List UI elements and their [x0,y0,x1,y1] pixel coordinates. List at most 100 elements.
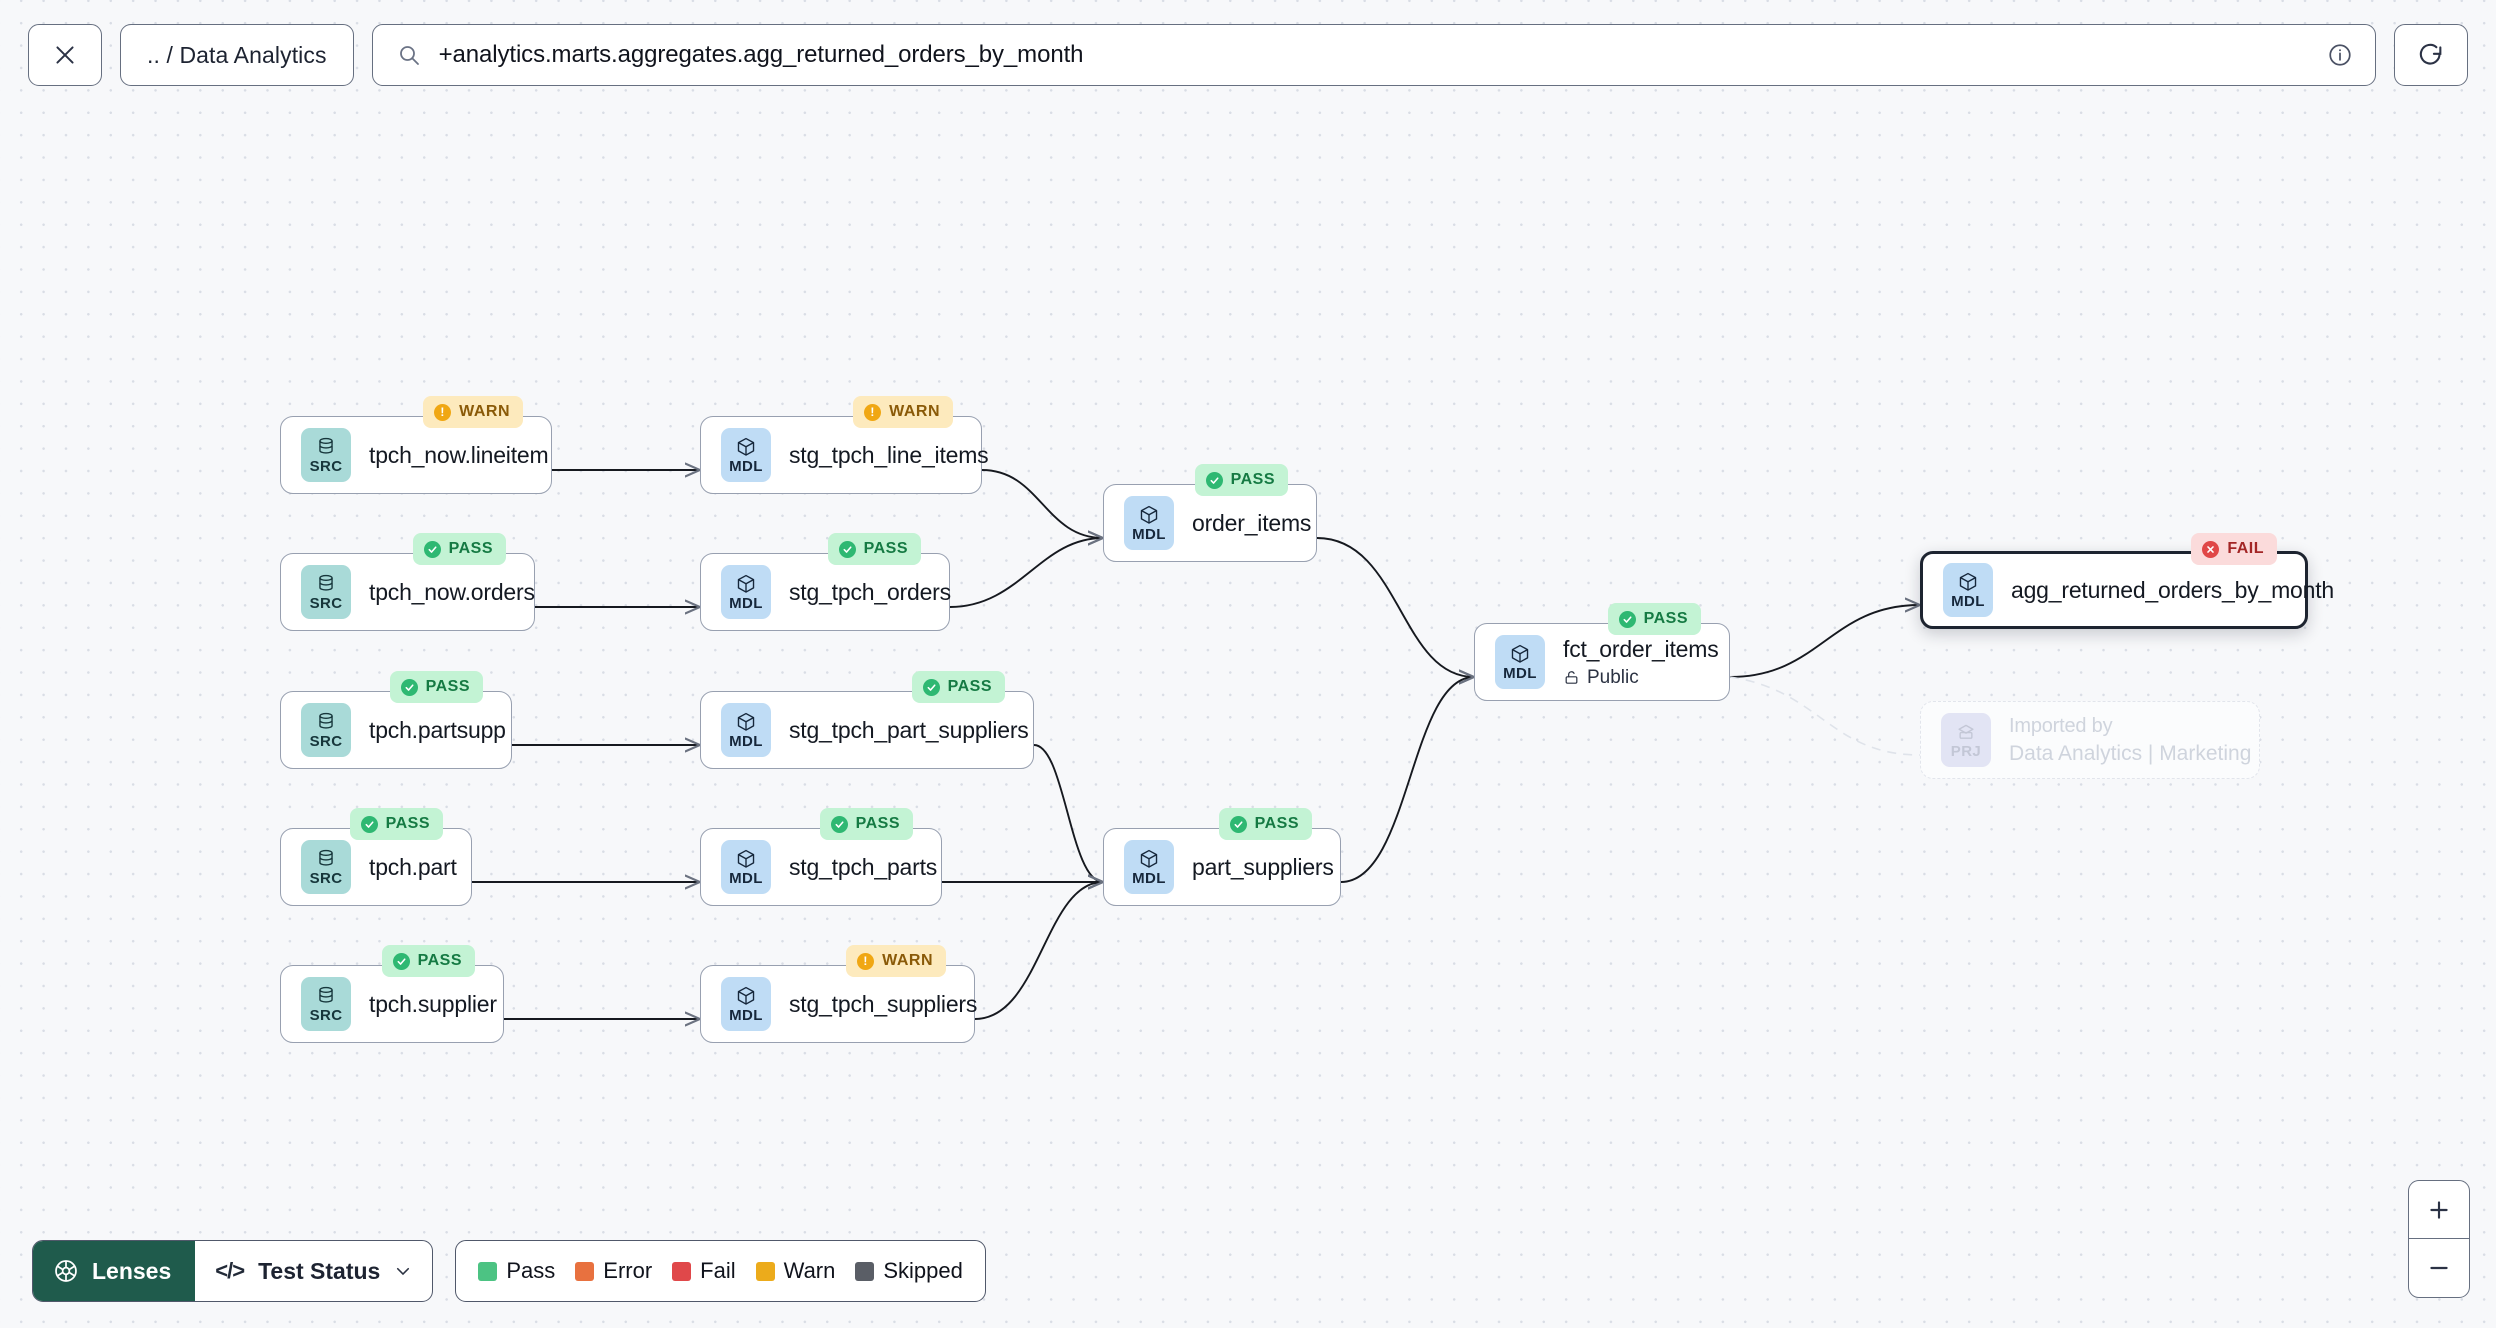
status-badge-label: PASS [1230,471,1275,488]
lens-control-group: Lenses </> Test Status [32,1240,434,1302]
node-body: tpch.supplier [369,991,503,1018]
node-subtitle: Public [1563,667,1711,689]
cube-icon [1140,505,1158,524]
graph-node-stg_partsup[interactable]: MDL stg_tpch_part_suppliers PASS [700,671,1034,769]
legend-item-error[interactable]: Error [575,1258,652,1284]
node-kind-label: MDL [729,733,763,750]
status-badge-label: PASS [385,815,430,832]
zoom-out-button[interactable] [2409,1239,2469,1297]
node-body: part_suppliers [1192,854,1340,881]
status-badge-pass: PASS [911,671,1005,703]
breadcrumb[interactable]: .. / Data Analytics [120,24,354,86]
cube-icon [1511,644,1529,663]
node-kind-label: MDL [729,458,763,475]
status-badge-label: FAIL [2227,540,2264,557]
node-kind-chip-mdl: MDL [721,977,771,1031]
graph-node-part_supp[interactable]: MDL part_suppliers PASS [1103,808,1341,906]
status-badge-label: WARN [459,403,510,420]
cube-icon [1140,849,1158,868]
status-badge-warn: !WARN [423,396,523,428]
legend-item-fail[interactable]: Fail [672,1258,736,1284]
node-kind-chip-mdl: MDL [1124,840,1174,894]
graph-edge [949,538,1103,608]
top-toolbar: .. / Data Analytics +analytics.marts.agg… [0,0,2496,110]
node-kind-label: MDL [1132,870,1166,887]
node-kind-chip-src: SRC [301,565,351,619]
node-kind-chip-mdl: MDL [721,703,771,757]
node-subtitle-label: Data Analytics | Marketing [2009,741,2252,765]
node-kind-chip-mdl: MDL [721,428,771,482]
legend-swatch [478,1261,498,1281]
status-badge-warn: !WARN [853,396,953,428]
graph-edge [1729,605,1920,678]
check-icon [1229,815,1247,833]
graph-node-src_lineitem[interactable]: SRC tpch_now.lineitem !WARN [280,396,552,494]
zoom-controls [2408,1180,2470,1298]
lenses-button[interactable]: Lenses [33,1241,196,1301]
legend-swatch [755,1261,775,1281]
legend-label: Pass [506,1258,556,1283]
legend-swatch [672,1261,692,1281]
status-badge-fail: FAIL [2191,533,2277,565]
node-subtitle-label: Public [1587,666,1639,688]
graph-node-stg_lineitems[interactable]: MDL stg_tpch_line_items !WARN [700,396,989,494]
node-title: agg_returned_orders_by_month [2011,576,2335,603]
plus-icon [2430,1200,2448,1219]
x-circle-icon [2202,540,2220,558]
node-body: stg_tpch_suppliers [789,990,978,1018]
node-title: tpch_now.lineitem [369,441,549,468]
cube-icon [737,986,755,1005]
cube-icon [737,437,755,456]
status-legend: Pass Error Fail Warn Skipped [455,1240,986,1302]
node-body: stg_tpch_line_items [789,442,989,469]
status-badge-label: PASS [863,540,908,557]
status-badge-label: PASS [425,678,470,695]
refresh-icon [2419,43,2442,65]
database-icon [319,574,333,591]
legend-item-warn[interactable]: Warn [755,1258,835,1284]
status-badge-pass: PASS [389,671,483,703]
legend-item-pass[interactable]: Pass [478,1258,555,1284]
unlock-icon [1565,671,1578,684]
node-kind-chip-mdl: MDL [1943,563,1993,617]
node-title: fct_order_items [1563,635,1719,662]
graph-node-agg_returned[interactable]: MDL agg_returned_orders_by_month FAIL [1920,533,2335,629]
node-kind-label: SRC [309,458,343,475]
node-body: tpch.part [369,854,471,881]
info-icon[interactable] [2327,42,2353,68]
node-kind-chip-src: SRC [301,977,351,1031]
node-body: fct_order_items Public [1563,636,1729,689]
node-body: stg_tpch_part_suppliers [789,717,1033,744]
status-badge-label: PASS [1254,815,1299,832]
node-title: stg_tpch_suppliers [789,990,978,1017]
check-icon [1618,610,1636,628]
zoom-in-button[interactable] [2409,1181,2469,1239]
search-input[interactable]: +analytics.marts.aggregates.agg_returned… [371,24,2376,86]
node-title: tpch_now.orders [369,578,535,605]
test-status-dropdown[interactable]: </> Test Status [195,1241,432,1301]
node-kind-chip-src: SRC [301,428,351,482]
check-icon [423,540,441,558]
legend-label: Fail [700,1258,736,1283]
graph-edge [981,469,1103,538]
node-kind-label: SRC [309,595,343,612]
refresh-button[interactable] [2394,24,2468,86]
check-icon [838,540,856,558]
node-kind-label: PRJ [1950,743,1982,760]
legend-swatch [575,1261,595,1281]
cube-icon [737,849,755,868]
legend-item-skipped[interactable]: Skipped [855,1258,963,1284]
close-button[interactable] [28,24,102,86]
check-icon [1205,471,1223,489]
